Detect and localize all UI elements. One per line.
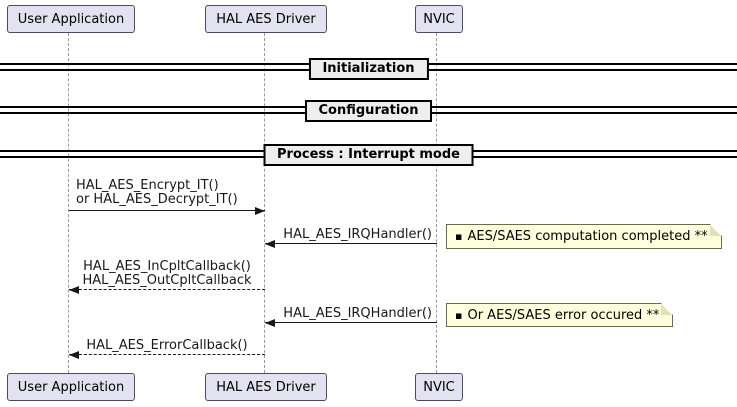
divider-label-configuration: Configuration	[304, 100, 433, 122]
divider-label-process-interrupt-mode: Process : Interrupt mode	[263, 144, 474, 166]
message-label-irqhandler-2: HAL_AES_IRQHandler()	[283, 306, 432, 321]
message-label-error-callback: HAL_AES_ErrorCallback()	[86, 338, 248, 353]
message-label-encrypt-line2: or HAL_AES_Decrypt_IT()	[76, 192, 238, 207]
message-arrow-irqhandler-2	[265, 322, 437, 323]
arrowhead-left-icon	[69, 286, 79, 294]
arrowhead-left-icon	[69, 351, 79, 359]
message-arrow-irqhandler-1	[265, 243, 437, 244]
message-label-cplt-line1: HAL_AES_InCpltCallback()	[83, 259, 251, 274]
message-label-cplt-line2: HAL_AES_OutCpltCallback	[82, 273, 252, 288]
note-computation-completed: ▪ AES/SAES computation completed **	[446, 224, 722, 249]
participant-top-user-application: User Application	[7, 5, 135, 33]
participant-bottom-user-application: User Application	[7, 373, 135, 401]
message-arrow-cplt-callbacks	[69, 289, 265, 290]
lifeline-hal-aes-driver	[264, 33, 265, 373]
square-bullet-icon: ▪	[455, 230, 463, 243]
note-error-occured-text: Or AES/SAES error occured **	[467, 307, 660, 323]
note-computation-completed-text: AES/SAES computation completed **	[467, 229, 708, 244]
participant-bottom-hal-aes-driver: HAL AES Driver	[205, 373, 327, 401]
message-label-encrypt-line1: HAL_AES_Encrypt_IT()	[76, 178, 219, 193]
message-label-cplt-callbacks: HAL_AES_InCpltCallback() HAL_AES_OutCplt…	[69, 260, 265, 288]
message-label-encrypt-decrypt: HAL_AES_Encrypt_IT() or HAL_AES_Decrypt_…	[76, 179, 238, 207]
participant-top-hal-aes-driver: HAL AES Driver	[205, 5, 327, 33]
square-bullet-icon: ▪	[455, 308, 463, 322]
lifeline-nvic	[436, 33, 437, 373]
participant-bottom-nvic: NVIC	[415, 373, 463, 401]
divider-label-initialization: Initialization	[308, 58, 429, 80]
message-arrow-error-callback	[69, 354, 265, 355]
message-label-irqhandler-1: HAL_AES_IRQHandler()	[283, 227, 432, 242]
lifeline-user-application	[68, 33, 69, 373]
message-arrow-encrypt	[69, 210, 265, 211]
note-error-occured: ▪ Or AES/SAES error occured **	[446, 303, 673, 327]
arrowhead-left-icon	[265, 240, 275, 248]
arrowhead-right-icon	[255, 207, 265, 215]
participant-top-nvic: NVIC	[415, 5, 463, 33]
arrowhead-left-icon	[265, 319, 275, 327]
